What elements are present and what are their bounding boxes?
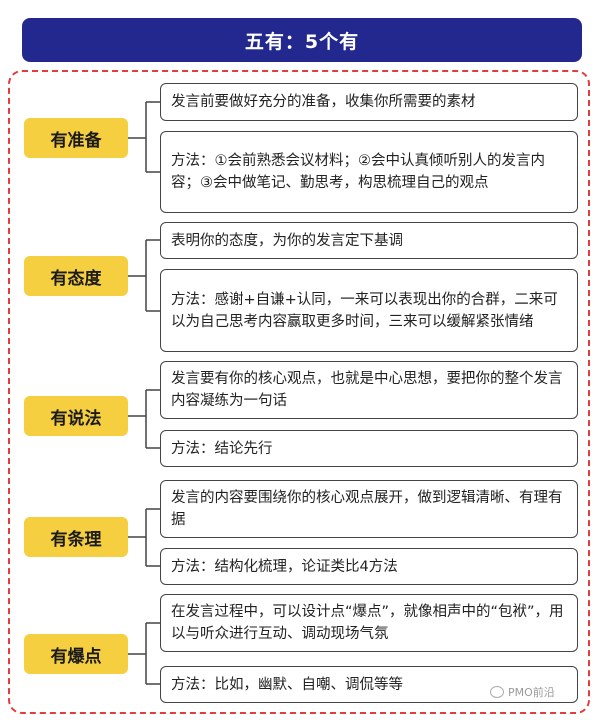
item-text: 表明你的态度，为你的发言定下基调	[171, 232, 403, 249]
page-title: 五有：5个有	[22, 18, 582, 62]
item-box: 方法：结构化梳理，论证类比4方法	[160, 548, 578, 585]
item-text: 方法：感谢+自谦+认同，一来可以表现出你的合群，二来可以为自己思考内容赢取更多时…	[171, 291, 558, 330]
label-you-zhunbei: 有准备	[24, 118, 128, 158]
label-you-shuofa: 有说法	[24, 396, 128, 436]
item-box: 表明你的态度，为你的发言定下基调	[160, 222, 578, 259]
item-box: 方法：比如，幽默、自嘲、调侃等等	[160, 666, 578, 703]
wechat-icon	[490, 686, 504, 698]
item-box: 方法：感谢+自谦+认同，一来可以表现出你的合群，二来可以为自己思考内容赢取更多时…	[160, 269, 578, 352]
item-text: 方法：结论先行	[171, 440, 273, 457]
label-you-tiaoli: 有条理	[24, 517, 128, 557]
item-box: 发言前要做好充分的准备，收集你所需要的素材	[160, 83, 578, 121]
item-text: 发言前要做好充分的准备，收集你所需要的素材	[171, 94, 476, 110]
item-text: 发言要有你的核心观点，也就是中心思想，要把你的整个发言内容凝练为一句话	[171, 371, 563, 409]
content-frame	[8, 70, 590, 714]
connector-group-3	[128, 389, 160, 449]
watermark-text: PMO前沿	[508, 686, 555, 699]
item-text: 方法：①会前熟悉会议材料；②会中认真倾听别人的发言内容；③会中做笔记、勤思考，构…	[171, 153, 545, 191]
item-box: 在发言过程中，可以设计点“爆点”，就像相声中的“包袱”，用以与听众进行互动、调动…	[160, 594, 578, 652]
item-text: 方法：比如，幽默、自嘲、调侃等等	[171, 676, 403, 693]
item-box: 发言的内容要围绕你的核心观点展开，做到逻辑清晰、有理有据	[160, 480, 578, 538]
connector-group-5	[128, 622, 160, 685]
connector-group-2	[128, 239, 160, 312]
label-you-taidu: 有态度	[24, 256, 128, 296]
connector-group-1	[128, 101, 160, 173]
item-text: 在发言过程中，可以设计点“爆点”，就像相声中的“包袱”，用以与听众进行互动、调动…	[171, 604, 564, 642]
item-text: 发言的内容要围绕你的核心观点展开，做到逻辑清晰、有理有据	[171, 490, 563, 528]
item-text: 方法：结构化梳理，论证类比4方法	[171, 558, 398, 575]
item-box: 发言要有你的核心观点，也就是中心思想，要把你的整个发言内容凝练为一句话	[160, 361, 578, 419]
label-you-baodian: 有爆点	[24, 634, 128, 674]
connector-group-4	[128, 508, 160, 567]
item-box: 方法：结论先行	[160, 430, 578, 467]
watermark: PMO前沿	[490, 684, 555, 700]
item-box: 方法：①会前熟悉会议材料；②会中认真倾听别人的发言内容；③会中做笔记、勤思考，构…	[160, 131, 578, 213]
